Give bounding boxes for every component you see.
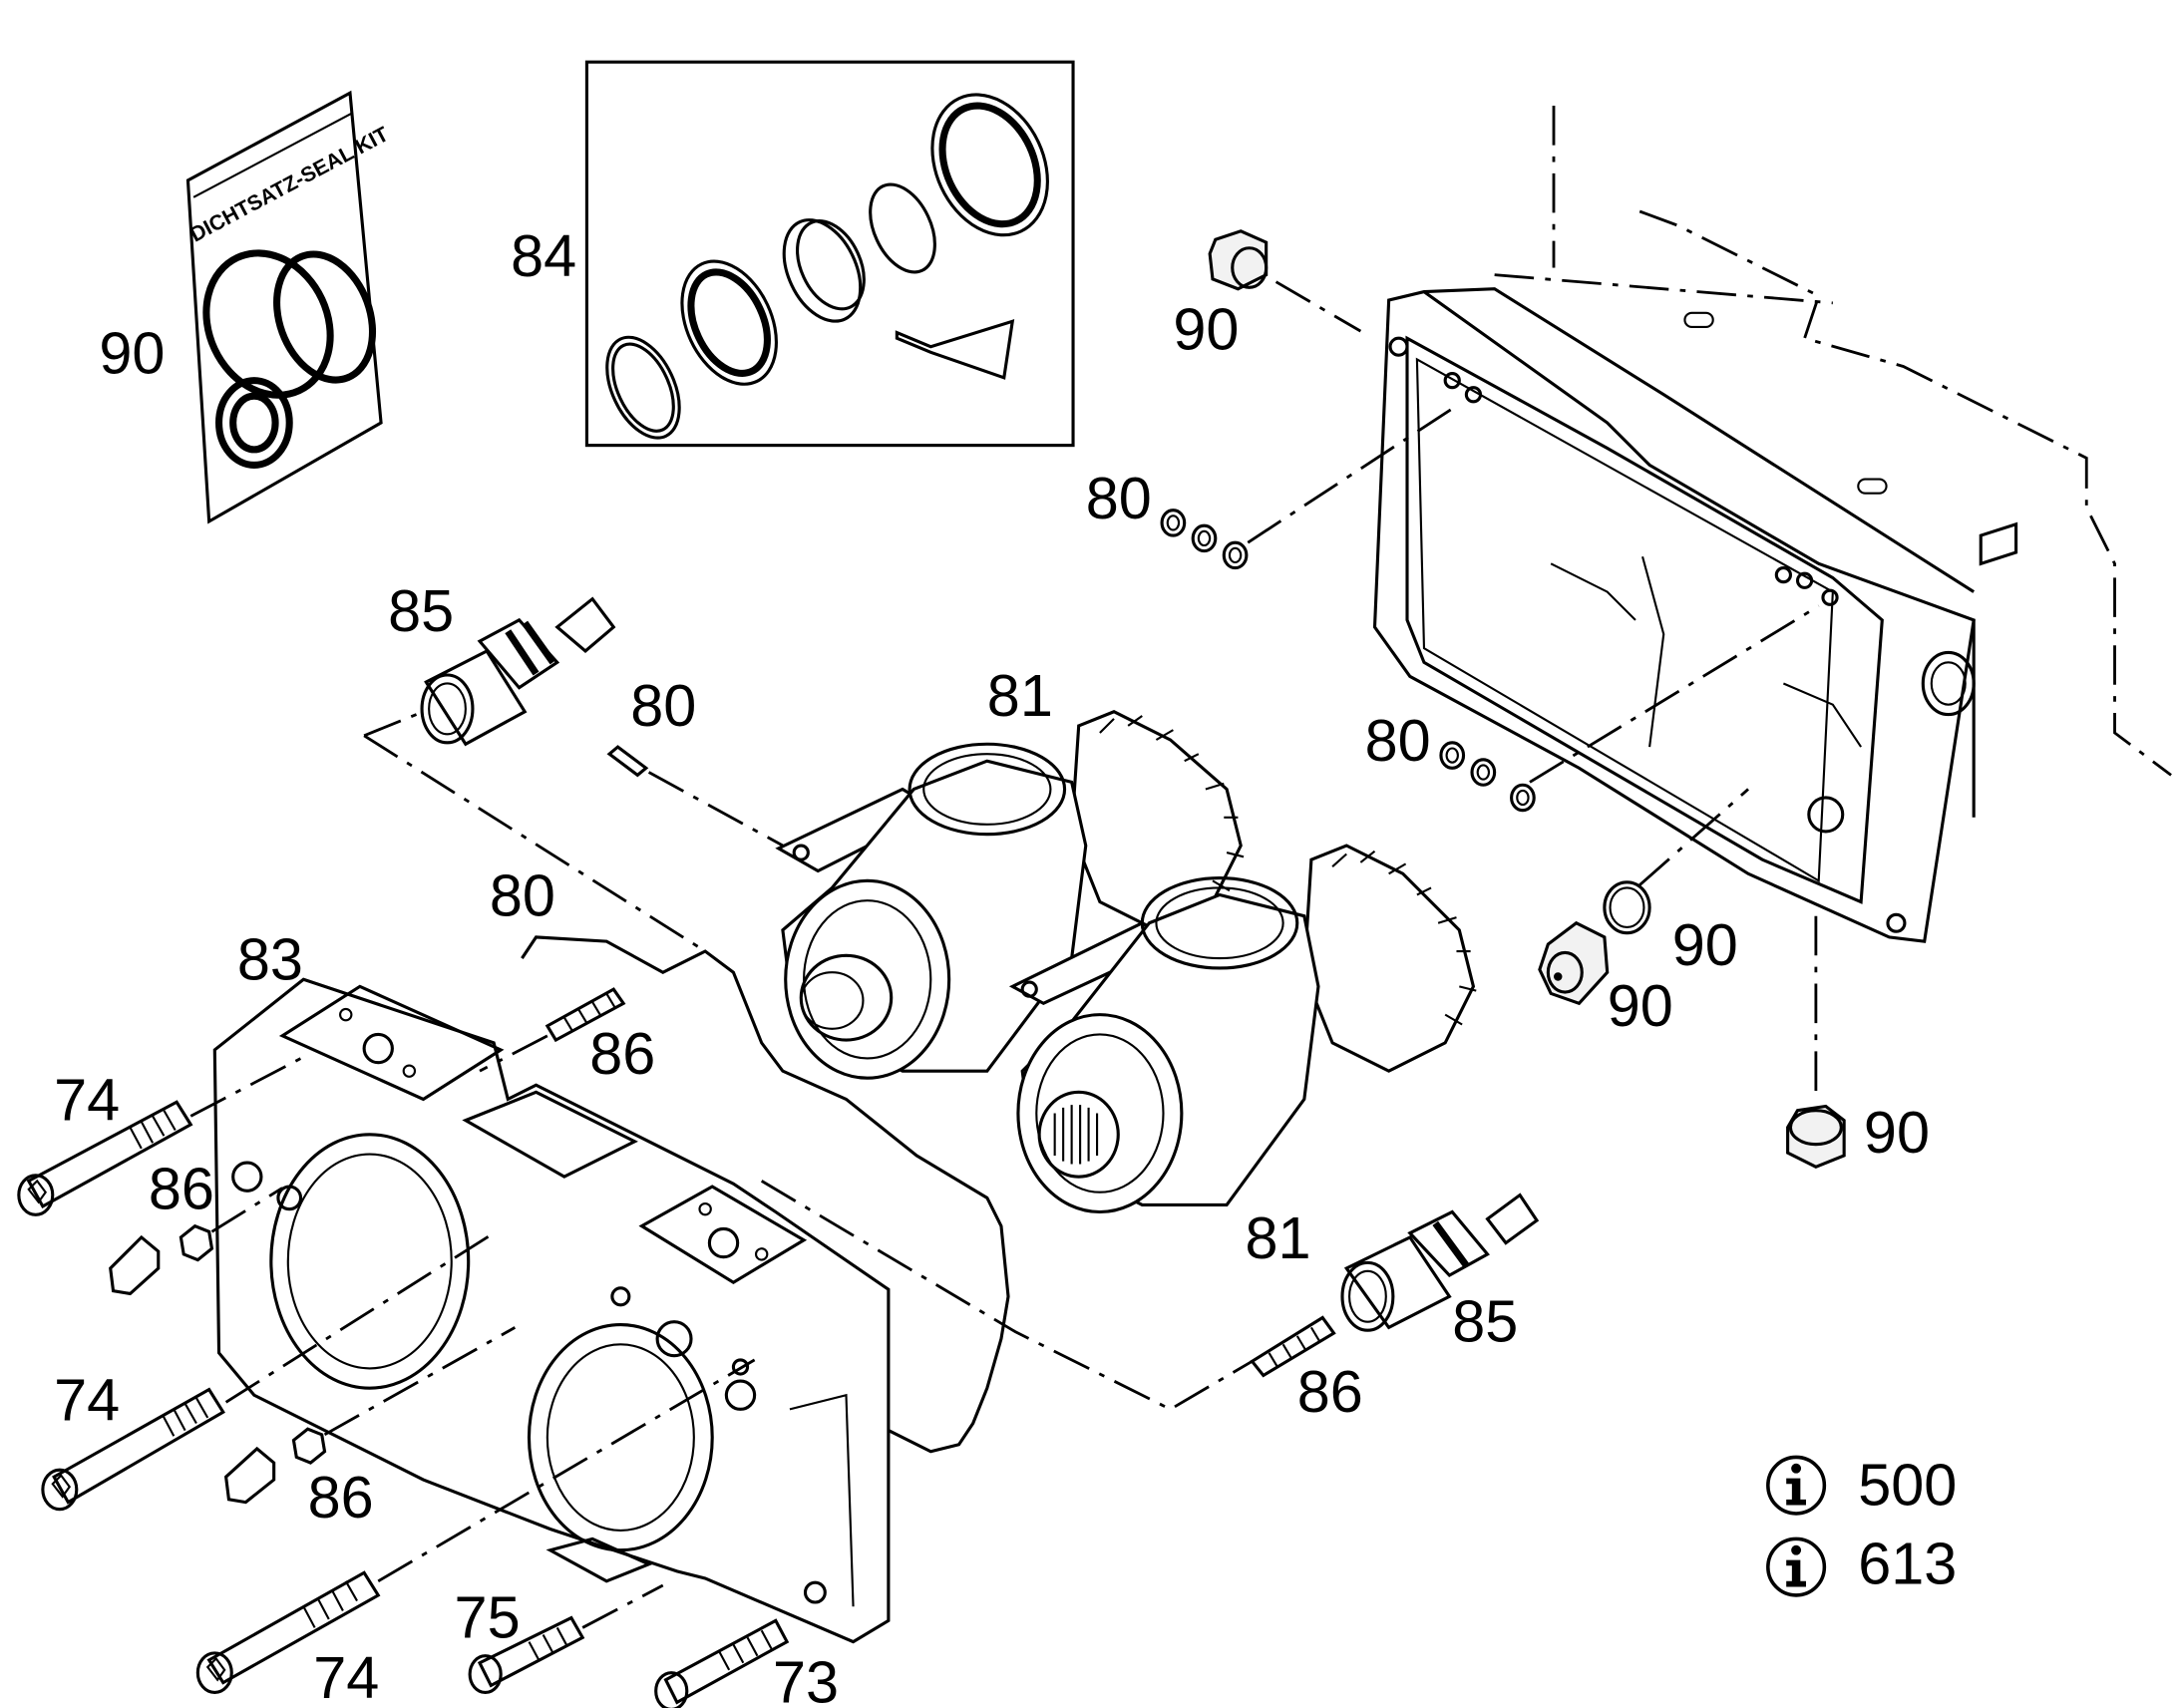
callout-90-seal-kit: 90	[99, 320, 165, 387]
callout-85-top: 85	[388, 577, 454, 644]
seal-kit-bag: DICHTSATZ-SEAL KIT	[185, 90, 393, 524]
callout-90-fitting: 90	[1608, 972, 1673, 1039]
callout-74-b: 74	[54, 1367, 120, 1434]
end-cover	[212, 977, 891, 1644]
info-ref-value: 500	[1858, 1451, 1957, 1518]
callout-81-bottom: 81	[1245, 1204, 1310, 1271]
callout-90-plug-bottom: 90	[1864, 1099, 1930, 1166]
info-icon	[1766, 1455, 1827, 1516]
callout-80-washers-mid: 80	[1365, 707, 1431, 774]
callout-74-c: 74	[313, 1644, 379, 1708]
callout-86-nut-a: 86	[149, 1156, 214, 1222]
callout-86-stud-top: 86	[589, 1020, 655, 1087]
callout-73: 73	[773, 1648, 839, 1708]
plug-top	[1208, 229, 1362, 333]
plug-bottom	[1786, 915, 1846, 1169]
bolt-74-a	[17, 1055, 304, 1216]
info-ref-value: 613	[1858, 1531, 1957, 1597]
callout-80-pin: 80	[630, 672, 696, 739]
callout-90-plug-top: 90	[1173, 296, 1239, 363]
bolt-75	[468, 1583, 664, 1695]
gasket	[521, 935, 1010, 1454]
info-ref-613: 613	[1766, 1531, 1957, 1597]
callout-86-stud-bottom: 86	[1297, 1358, 1363, 1425]
bolt-73	[654, 1618, 790, 1708]
info-icon	[1766, 1537, 1827, 1597]
callout-83: 83	[237, 925, 303, 992]
callout-86-nut-b: 86	[308, 1464, 374, 1531]
callout-75: 75	[455, 1583, 521, 1650]
valve-cartridge-top	[363, 596, 616, 747]
pin	[606, 745, 784, 848]
callout-80-washers-top: 80	[1086, 465, 1152, 531]
callout-81-top: 81	[987, 662, 1053, 729]
seal-set-box	[584, 60, 1075, 448]
oring-and-fitting	[1538, 788, 1749, 1006]
callout-84: 84	[511, 222, 576, 289]
callout-74-a: 74	[54, 1067, 120, 1134]
nut-86-b	[223, 1326, 517, 1505]
bolt-74-c	[195, 1358, 756, 1695]
callout-90-oring: 90	[1672, 911, 1738, 978]
leader-line-86	[760, 1180, 1254, 1411]
stud-bottom	[1250, 1315, 1336, 1378]
callout-85-bottom: 85	[1452, 1288, 1518, 1355]
stud-top	[479, 987, 626, 1073]
rotating-group-lower	[1008, 844, 1477, 1214]
washers-top	[1160, 407, 1454, 570]
bolt-74-b	[41, 1231, 495, 1512]
washers-mid	[1439, 604, 1820, 813]
callout-80-gasket: 80	[490, 862, 555, 929]
info-ref-500: 500	[1766, 1451, 1957, 1518]
nut-86-a	[109, 1187, 283, 1296]
valve-cartridge-bottom	[1340, 1193, 1540, 1332]
rotating-group-upper	[775, 710, 1245, 1080]
pump-housing	[1372, 106, 2172, 943]
